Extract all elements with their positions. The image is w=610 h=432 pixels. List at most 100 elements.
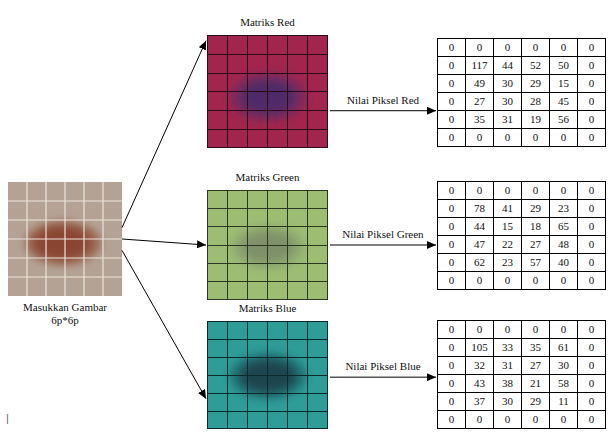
pixel-value: 44 [466, 218, 494, 236]
pixel-value: 0 [550, 272, 578, 290]
pixel-value: 0 [578, 57, 606, 75]
color-matrix-box: Matriks Red [207, 35, 328, 148]
pixel-value: 0 [578, 357, 606, 375]
matrix-title: Matriks Blue [239, 302, 297, 315]
pixel-value: 0 [438, 272, 466, 290]
pixel-value: 0 [550, 411, 578, 429]
pixel-value: 0 [438, 357, 466, 375]
pixel-value: 0 [438, 339, 466, 357]
pixel-value: 0 [578, 75, 606, 93]
pixel-value: 0 [522, 272, 550, 290]
pixel-value: 27 [522, 357, 550, 375]
pixel-value: 0 [578, 182, 606, 200]
pixel-value: 22 [494, 236, 522, 254]
pixel-value: 0 [578, 218, 606, 236]
pixel-value: 0 [578, 200, 606, 218]
arrow-connector [122, 250, 206, 398]
pixel-value: 0 [578, 411, 606, 429]
pixel-value: 0 [578, 272, 606, 290]
pixel-value: 0 [578, 236, 606, 254]
pixel-value: 0 [522, 321, 550, 339]
pixel-value: 0 [438, 75, 466, 93]
pixel-value: 0 [438, 182, 466, 200]
pixel-value-table: 0000000784129230044151865004722274800622… [437, 181, 606, 290]
input-image [8, 182, 122, 296]
pixel-value: 0 [438, 411, 466, 429]
pixel-value: 0 [438, 218, 466, 236]
pixel-value: 44 [494, 57, 522, 75]
pixel-value: 65 [550, 218, 578, 236]
pixel-value: 23 [494, 254, 522, 272]
pixel-value: 0 [550, 39, 578, 57]
pixel-value: 29 [522, 75, 550, 93]
pixel-value: 0 [578, 93, 606, 111]
pixel-value: 56 [550, 111, 578, 129]
pixel-value: 18 [522, 218, 550, 236]
pixel-value: 45 [550, 93, 578, 111]
pixel-value: 0 [550, 129, 578, 147]
red-matrix-image [207, 35, 328, 148]
pixel-value: 0 [578, 393, 606, 411]
pixel-value: 41 [494, 200, 522, 218]
pixel-value: 58 [550, 375, 578, 393]
pixel-value: 27 [466, 93, 494, 111]
pixel-value: 0 [578, 254, 606, 272]
pixel-value: 0 [438, 57, 466, 75]
pixel-value: 30 [494, 93, 522, 111]
pixel-value: 62 [466, 254, 494, 272]
pixel-value: 0 [522, 411, 550, 429]
pixel-value: 37 [466, 393, 494, 411]
pixel-value: 29 [522, 393, 550, 411]
pixel-value: 27 [522, 236, 550, 254]
pixel-value: 105 [466, 339, 494, 357]
pixel-value-table: 0000000117445250004930291500273028450035… [437, 38, 606, 147]
pixel-value: 78 [466, 200, 494, 218]
edge-label: Nilai Piksel Red [346, 94, 420, 107]
pixel-value: 0 [494, 272, 522, 290]
pixel-value: 0 [466, 272, 494, 290]
pixel-value: 15 [550, 75, 578, 93]
pixel-value: 0 [438, 393, 466, 411]
pixel-value: 57 [522, 254, 550, 272]
pixel-value: 0 [438, 254, 466, 272]
value-grid: 0000000105333561003231273000433821580037… [437, 320, 606, 429]
arrow-connector [330, 245, 436, 246]
value-grid: 0000000784129230044151865004722274800622… [437, 181, 606, 290]
pixel-value: 48 [550, 236, 578, 254]
pixel-value: 0 [522, 182, 550, 200]
pixel-value: 0 [494, 321, 522, 339]
pixel-value: 30 [494, 393, 522, 411]
pixel-value: 117 [466, 57, 494, 75]
pixel-value: 61 [550, 339, 578, 357]
pixel-value: 0 [466, 321, 494, 339]
pixel-value: 0 [438, 321, 466, 339]
pixel-value: 31 [494, 111, 522, 129]
pixel-value: 30 [550, 357, 578, 375]
pixel-value: 0 [438, 200, 466, 218]
pixel-value: 0 [550, 321, 578, 339]
arrow-connector [122, 41, 206, 228]
pixel-value: 30 [494, 75, 522, 93]
pixel-value: 0 [578, 321, 606, 339]
pixel-value: 38 [494, 375, 522, 393]
pixel-value: 0 [494, 411, 522, 429]
pixel-value: 43 [466, 375, 494, 393]
value-grid: 0000000117445250004930291500273028450035… [437, 38, 606, 147]
pixel-value: 0 [494, 182, 522, 200]
pixel-value: 0 [550, 182, 578, 200]
pixel-value: 0 [522, 129, 550, 147]
pixel-value: 0 [438, 39, 466, 57]
pixel-value: 19 [522, 111, 550, 129]
pixel-value: 0 [438, 236, 466, 254]
pixel-value: 31 [494, 357, 522, 375]
pixel-value: 15 [494, 218, 522, 236]
pixel-value: 35 [522, 339, 550, 357]
green-matrix-image [207, 190, 328, 300]
pixel-value: 35 [466, 111, 494, 129]
color-matrix-box: Matriks Blue [207, 321, 328, 429]
color-matrix-box: Matriks Green [207, 190, 328, 300]
pixel-value: 0 [466, 411, 494, 429]
cursor-mark: | [6, 412, 9, 424]
pixel-value: 21 [522, 375, 550, 393]
